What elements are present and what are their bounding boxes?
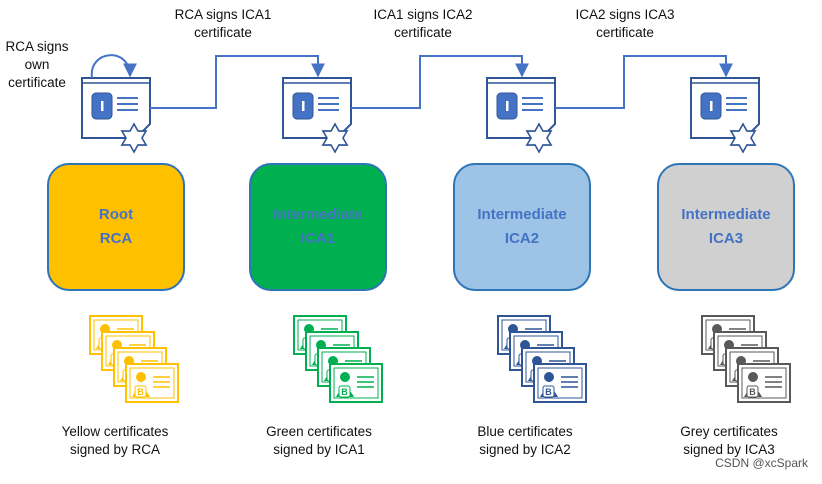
label-line: certificate bbox=[8, 75, 66, 90]
authority-line: Intermediate bbox=[273, 206, 363, 223]
authority-ica2: Intermediate ICA2 bbox=[453, 163, 591, 291]
authority-line: Intermediate bbox=[681, 206, 771, 223]
signed-certificate-icon: B bbox=[329, 363, 383, 403]
authority-line: RCA bbox=[99, 230, 133, 247]
ca-certificate-icon bbox=[486, 77, 556, 154]
label-line: certificate bbox=[596, 25, 654, 40]
authority-line: ICA1 bbox=[300, 230, 336, 247]
caption-grey: Grey certificates signed by ICA3 bbox=[654, 423, 804, 459]
authority-line: Root bbox=[98, 206, 134, 223]
signed-certificate-icon: B bbox=[533, 363, 587, 403]
label-line: certificate bbox=[394, 25, 452, 40]
badge-letter: B bbox=[137, 387, 144, 397]
caption-green: Green certificates signed by ICA1 bbox=[244, 423, 394, 459]
label-line: RCA signs ICA1 bbox=[174, 7, 272, 22]
label-line: own bbox=[24, 57, 50, 72]
authority-ica1: Intermediate ICA1 bbox=[249, 163, 387, 291]
watermark: CSDN @xcSpark bbox=[715, 456, 808, 470]
label-rca-self-sign: RCA signs own certificate bbox=[0, 38, 74, 92]
self-sign-arrow bbox=[90, 54, 137, 79]
label-line: RCA signs bbox=[5, 39, 69, 54]
badge-letter: B bbox=[341, 387, 348, 397]
authority-line: ICA2 bbox=[504, 230, 540, 247]
label-rca-signs-ica1: RCA signs ICA1 certificate bbox=[148, 6, 298, 42]
signed-certificate-icon: B bbox=[125, 363, 179, 403]
label-line: certificate bbox=[194, 25, 252, 40]
caption-yellow: Yellow certificates signed by RCA bbox=[40, 423, 190, 459]
ca-certificate-icon bbox=[282, 77, 352, 154]
label-line: ICA1 signs ICA2 bbox=[373, 7, 473, 22]
authority-ica3: Intermediate ICA3 bbox=[657, 163, 795, 291]
label-ica2-signs-ica3: ICA2 signs ICA3 certificate bbox=[550, 6, 700, 42]
caption-line: Green certificates bbox=[266, 424, 372, 439]
sign-connector-arrow bbox=[150, 55, 325, 109]
authority-root-rca: Root RCA bbox=[47, 163, 185, 291]
badge-letter: B bbox=[545, 387, 552, 397]
sign-connector-arrow bbox=[555, 55, 733, 109]
caption-line: Yellow certificates bbox=[61, 424, 169, 439]
label-line: ICA2 signs ICA3 bbox=[575, 7, 675, 22]
sign-connector-arrow bbox=[351, 55, 529, 109]
caption-line: Grey certificates bbox=[680, 424, 778, 439]
authority-line: Intermediate bbox=[477, 206, 567, 223]
label-ica1-signs-ica2: ICA1 signs ICA2 certificate bbox=[348, 6, 498, 42]
ca-certificate-icon bbox=[81, 77, 151, 154]
caption-blue: Blue certificates signed by ICA2 bbox=[450, 423, 600, 459]
caption-line: signed by ICA1 bbox=[273, 442, 365, 457]
caption-line: signed by ICA3 bbox=[683, 442, 775, 457]
signed-certificate-icon: B bbox=[737, 363, 791, 403]
caption-line: signed by ICA2 bbox=[479, 442, 571, 457]
badge-letter: B bbox=[749, 387, 756, 397]
authority-line: ICA3 bbox=[708, 230, 744, 247]
ca-certificate-icon bbox=[690, 77, 760, 154]
caption-line: Blue certificates bbox=[477, 424, 573, 439]
caption-line: signed by RCA bbox=[69, 442, 161, 457]
